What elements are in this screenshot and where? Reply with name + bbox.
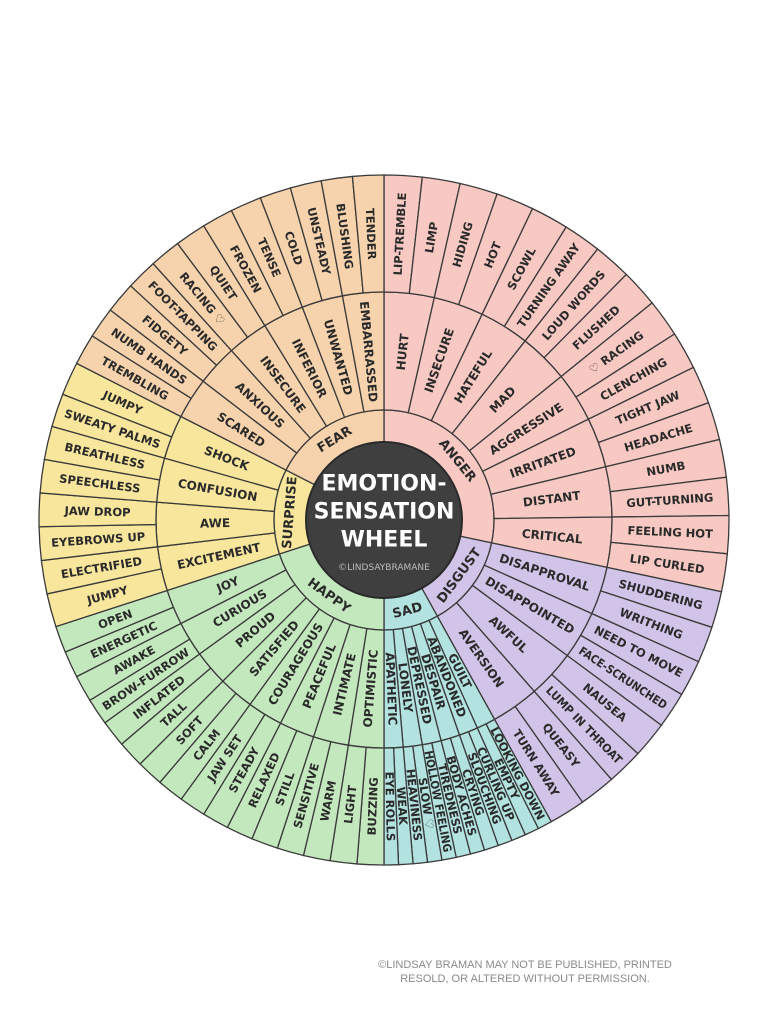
sensation-label-feeling-hot: FEELING HOT bbox=[627, 523, 713, 541]
emotion-label-hurt: HURT bbox=[394, 332, 412, 371]
center-title-line-2: SENSATION bbox=[314, 500, 455, 525]
sensation-label-tender: TENDER bbox=[363, 208, 379, 260]
copyright-line-2: RESOLD, OR ALTERED WITHOUT PERMISSION. bbox=[400, 973, 650, 985]
wheel-center: EMOTION- SENSATION WHEEL ©LINDSAYBRAMANE bbox=[305, 441, 463, 599]
copyright-line-1: ©LINDSAY BRAMAN MAY NOT BE PUBLISHED, PR… bbox=[378, 959, 672, 971]
center-title-line-1: EMOTION- bbox=[321, 472, 446, 497]
copyright-notice: ©LINDSAY BRAMAN MAY NOT BE PUBLISHED, PR… bbox=[370, 958, 680, 986]
emotion-label-optimistic: OPTIMISTIC bbox=[361, 649, 381, 728]
center-title-line-3: WHEEL bbox=[341, 528, 428, 553]
core-label-sad: SAD bbox=[391, 600, 424, 622]
sensation-label-numb: NUMB bbox=[645, 458, 686, 479]
sensation-label-eye-rolls: EYE ROLLS bbox=[382, 771, 397, 841]
sensation-label-limp: LIMP bbox=[422, 221, 441, 254]
sensation-segment-tender bbox=[351, 174, 385, 294]
sensation-label-eyebrows-up: EYEBROWS UP bbox=[51, 529, 146, 549]
sensation-label-weak: WEAK bbox=[394, 786, 410, 826]
sensation-label-jaw-drop: JAW DROP bbox=[63, 504, 130, 520]
emotion-label-apathetic: APATHETIC bbox=[383, 652, 400, 726]
core-label-surprise: SURPRISE bbox=[280, 476, 301, 550]
center-credit: ©LINDSAYBRAMANE bbox=[338, 563, 430, 573]
emotion-label-critical: CRITICAL bbox=[521, 527, 583, 547]
emotion-label-awe: AWE bbox=[200, 516, 230, 531]
sensation-label-light: LIGHT bbox=[341, 784, 359, 824]
wheel-segments bbox=[38, 174, 730, 866]
sensation-label-buzzing: BUZZING bbox=[365, 777, 381, 836]
sensation-label-lip-tremble: LIP-TREMBLE bbox=[391, 192, 410, 276]
sensation-label-gut-turning: GUT-TURNING bbox=[626, 490, 714, 510]
center-disc bbox=[305, 441, 463, 599]
emotion-label-lonely: LONELY bbox=[395, 662, 415, 714]
